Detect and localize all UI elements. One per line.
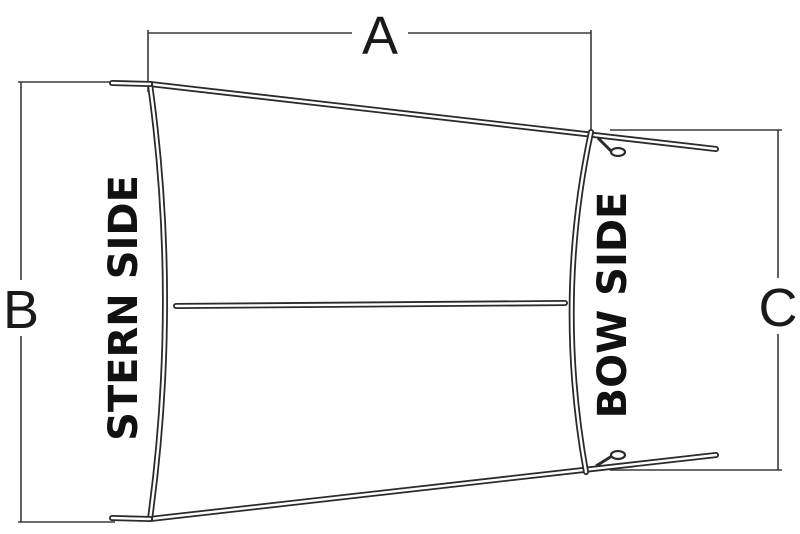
dimension-b: B (3, 81, 115, 523)
stern-side-label: STERN SIDE (101, 175, 147, 441)
dimension-a-label: A (362, 6, 398, 66)
frame-tubes (109, 80, 719, 522)
bow-side-label: BOW SIDE (590, 192, 636, 419)
bottom-hinge-fitting (595, 449, 627, 468)
top-hinge-fitting (596, 136, 627, 158)
dimension-c: C (610, 129, 798, 471)
dimension-a: A (147, 6, 592, 132)
dimension-c-label: C (759, 278, 798, 338)
dimension-b-label: B (3, 280, 39, 340)
